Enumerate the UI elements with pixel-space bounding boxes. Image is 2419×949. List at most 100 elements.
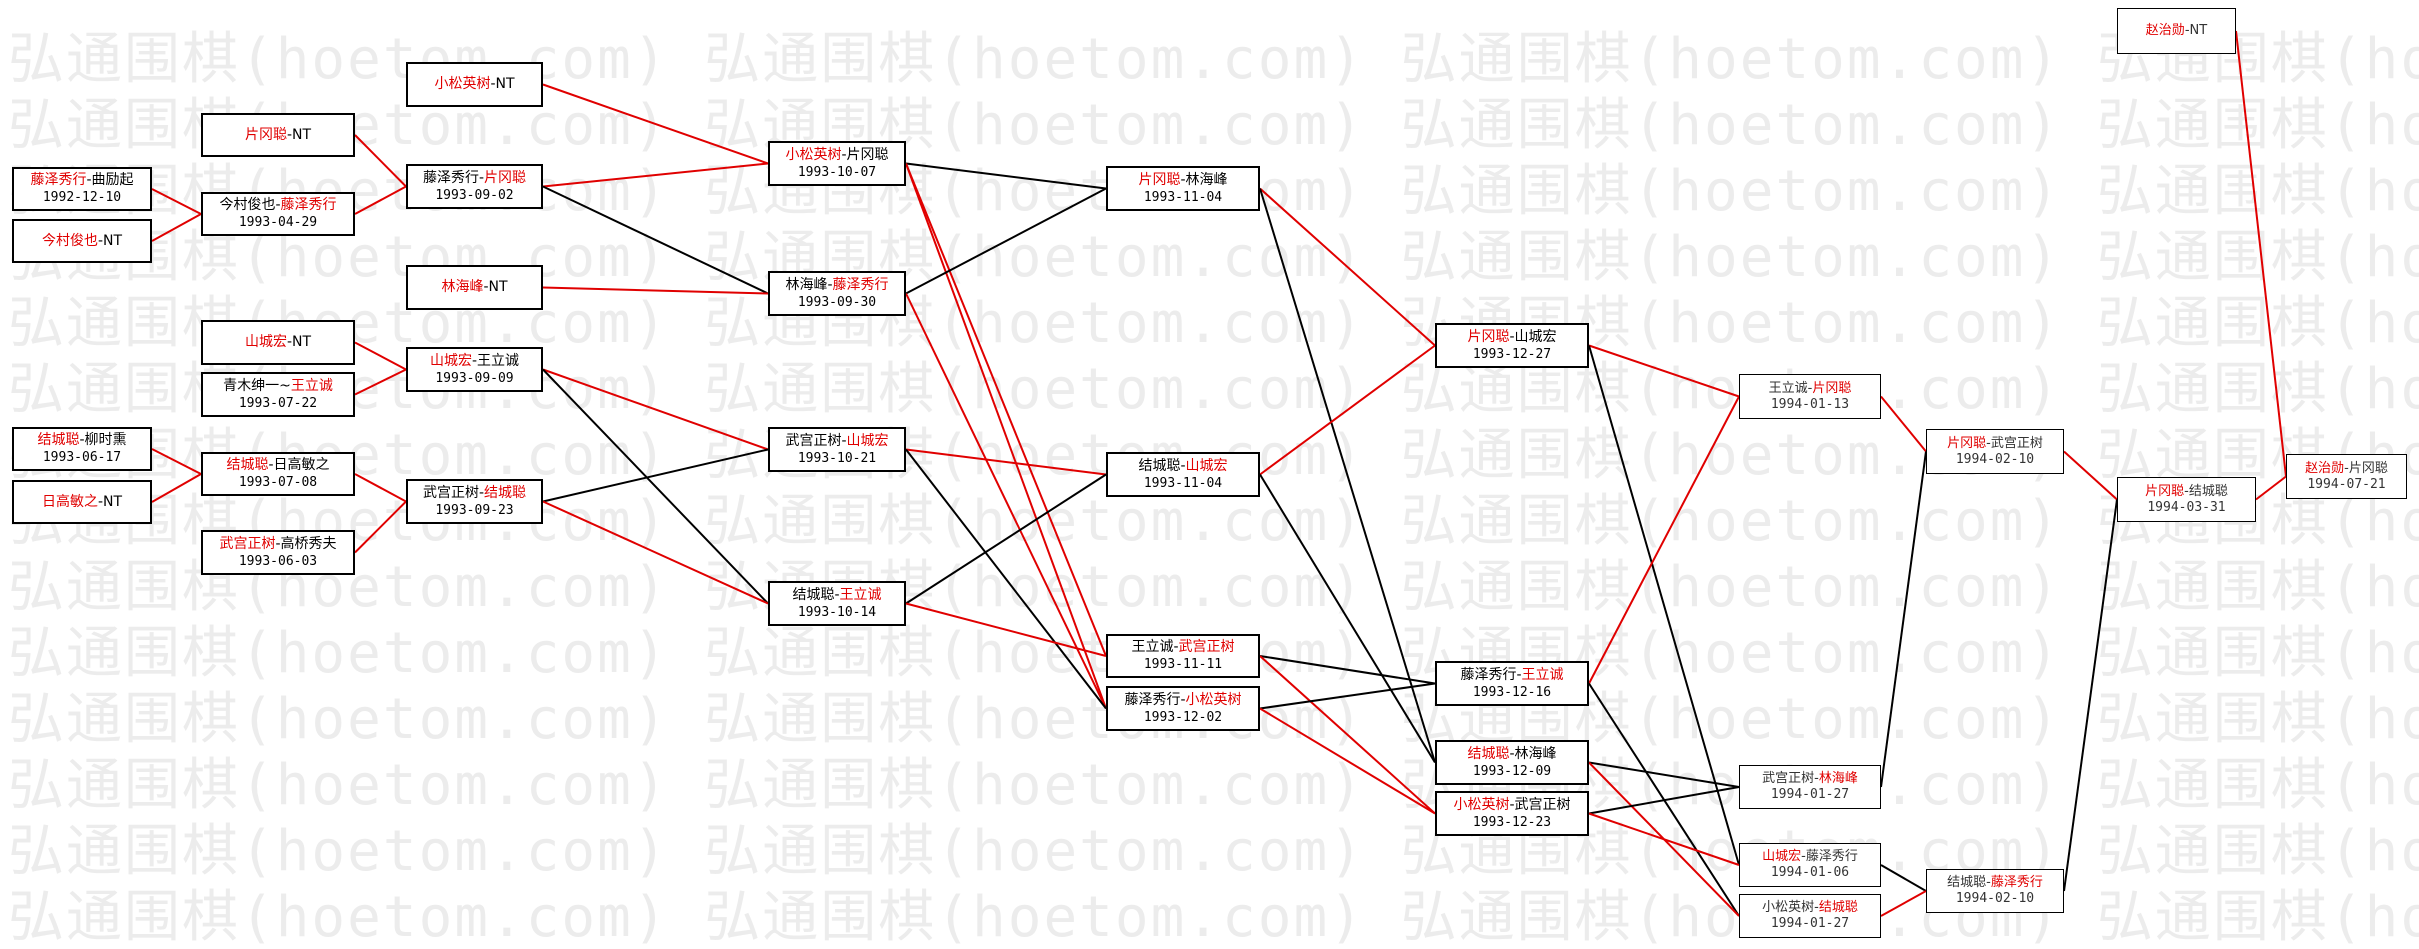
match-date: 1993-12-09 [1472, 763, 1552, 779]
match-players: 今村俊也-NT [42, 233, 122, 250]
player-1-name: 片冈聪 [2145, 483, 2185, 499]
player-1-name: 今村俊也 [41, 232, 98, 249]
player-1-name: 小松英树 [434, 76, 491, 92]
player-1-name: 王立诚 [1768, 380, 1808, 396]
match-date: 1993-09-02 [435, 187, 514, 203]
winner-advance-line [1880, 890, 1927, 917]
player-separator: - [286, 334, 293, 350]
match-date: 1994-01-13 [1770, 396, 1850, 412]
player-1-name: 小松英树 [785, 146, 842, 163]
winner-advance-line [354, 500, 407, 554]
player-separator: - [1801, 849, 1806, 864]
player-2-name: 藤泽秀行 [280, 197, 337, 213]
match-players: 片冈聪-林海峰 [1138, 172, 1227, 189]
winner-advance-line [1259, 655, 1436, 815]
match-players: 藤泽秀行-曲励起 [30, 172, 133, 189]
loser-advance-line [542, 448, 769, 503]
loser-advance-line [1588, 345, 1740, 866]
winner-advance-line [1259, 344, 1436, 476]
player-2-name: NT [103, 232, 123, 249]
winner-advance-line [354, 368, 407, 396]
match-players: 片冈聪-山城宏 [1467, 329, 1556, 346]
match-players: 赵治勋-片冈聪 [2305, 461, 2388, 477]
match-players: 青木绅一~王立诚 [223, 378, 333, 395]
match-players: 片冈聪-结城聪 [2145, 484, 2228, 500]
player-1-name: 赵治勋 [2145, 23, 2185, 38]
player-separator: - [841, 146, 847, 163]
winner-advance-line [354, 341, 407, 371]
loser-advance-line [1259, 188, 1436, 763]
match-players: 日高敏之-NT [42, 494, 122, 511]
winner-advance-line [2235, 30, 2287, 477]
match-players: 武宫正树-山城宏 [785, 433, 888, 450]
match-players: 结城聪-柳时熏 [37, 432, 126, 449]
player-separator: - [490, 76, 496, 92]
loser-advance-line [905, 162, 1107, 190]
player-2-name: 藤泽秀行 [1990, 875, 2043, 890]
player-2-name: 王立诚 [839, 586, 882, 603]
match-date: 1993-10-14 [797, 604, 877, 620]
match-date: 1993-07-22 [238, 395, 318, 411]
player-2-name: NT [2189, 23, 2208, 38]
player-1-name: 结城聪 [1138, 457, 1181, 474]
match-players: 小松英树-结城聪 [1762, 900, 1858, 916]
winner-advance-line [542, 500, 769, 605]
loser-advance-line [542, 185, 769, 295]
match-date: 1993-06-17 [42, 450, 122, 465]
match-date: 1993-11-04 [1143, 475, 1223, 491]
player-separator: - [268, 457, 274, 473]
match-date: 1994-01-27 [1770, 916, 1850, 931]
match-players: 藤泽秀行-小松英树 [1124, 692, 1241, 709]
winner-advance-line [1259, 187, 1436, 347]
player-1-name: 结城聪 [1467, 745, 1510, 762]
player-1-name: 藤泽秀行 [30, 172, 87, 188]
winner-advance-line [151, 213, 202, 242]
player-separator: - [97, 493, 104, 510]
loser-advance-line [905, 187, 1107, 295]
match-players: 结城聪-日高敏之 [226, 457, 329, 474]
player-separator: - [2184, 483, 2189, 499]
player-2-name: 林海峰 [1514, 745, 1557, 762]
winner-advance-line [1259, 707, 1436, 815]
match-players: 林海峰-藤泽秀行 [785, 277, 888, 294]
loser-advance-line [1259, 473, 1436, 764]
match-date: 1993-06-03 [238, 553, 318, 569]
player-separator: - [2344, 460, 2349, 476]
loser-advance-line [1588, 761, 1740, 788]
match-date: 1994-07-21 [2307, 476, 2386, 492]
match-players: 赵治勋-NT [2146, 23, 2207, 39]
match-date: 1993-04-29 [238, 215, 318, 230]
player-2-name: 结城聪 [2188, 483, 2228, 499]
player-1-name: 小松英树 [1453, 796, 1510, 813]
match-box: 山城宏-NT [201, 320, 355, 365]
match-players: 王立诚-武宫正树 [1131, 639, 1234, 656]
match-date: 1992-12-10 [42, 190, 122, 205]
match-date: 1993-10-07 [797, 164, 877, 180]
winner-advance-line [2063, 450, 2118, 501]
winner-advance-line [1588, 812, 1740, 866]
player-separator: - [1986, 435, 1991, 451]
winner-advance-line [354, 473, 407, 503]
player-2-name: 曲励起 [91, 172, 134, 188]
player-2-name: 结城聪 [484, 484, 527, 501]
match-players: 藤泽秀行-王立诚 [1460, 667, 1563, 684]
player-1-name: 山城宏 [429, 352, 472, 369]
match-date: 1994-03-31 [2147, 499, 2226, 515]
player-separator: - [1986, 875, 1991, 890]
match-date: 1994-02-10 [1955, 891, 2035, 906]
player-2-name: 林海峰 [1818, 771, 1858, 786]
player-2-name: NT [495, 76, 515, 92]
